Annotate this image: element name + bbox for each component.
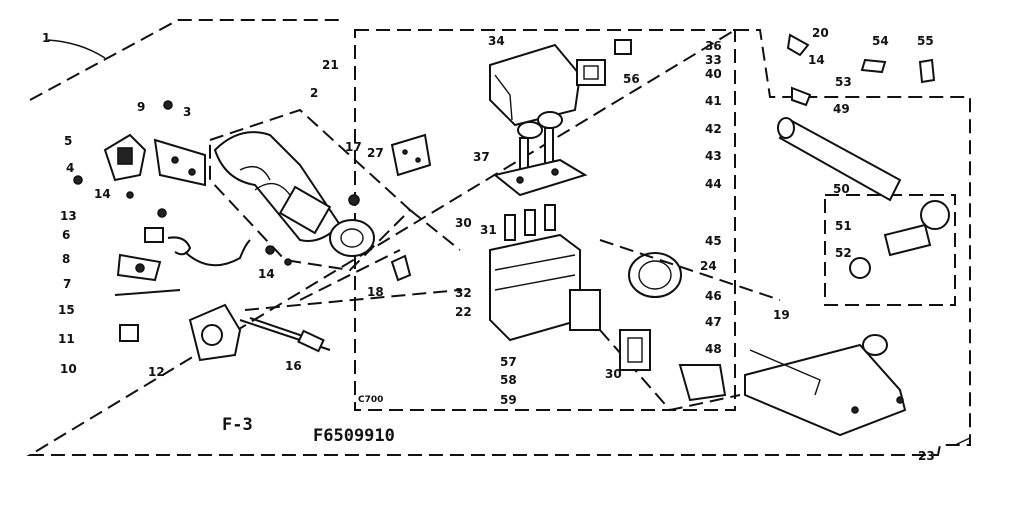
callout-label: 47 (705, 315, 722, 329)
bracket-part (153, 138, 206, 187)
bracket-48-part (678, 364, 727, 402)
drawing-number: F6509910 (313, 426, 395, 446)
leader-line (244, 289, 461, 311)
callout-label: 5 (64, 134, 72, 148)
callout-label: 56 (623, 72, 640, 86)
callout-label: 57 (500, 355, 517, 369)
callout-label: 43 (705, 149, 722, 163)
callout-label: 46 (705, 289, 722, 303)
assembly-outline (26, 19, 971, 456)
callout-label: 44 (705, 177, 722, 191)
manifold-pipe-part (777, 117, 902, 202)
callout-label: 14 (808, 53, 825, 67)
callout-label: 33 (705, 53, 722, 67)
leader-line (47, 39, 106, 59)
callout-label: 48 (705, 342, 722, 356)
mounting-bracket-part (744, 334, 907, 437)
leader-line (954, 437, 971, 446)
switch-part (103, 133, 147, 182)
rod-part (114, 289, 181, 296)
callout-label: 7 (63, 277, 71, 291)
callout-label: 30 (455, 216, 472, 230)
callout-label: 15 (58, 303, 75, 317)
callout-label: 9 (137, 100, 145, 114)
drawing-code: C700 (358, 395, 383, 405)
callout-label: 36 (705, 39, 722, 53)
callout-label: 51 (835, 219, 852, 233)
valve-plate-part (492, 158, 588, 197)
burner-group-box (209, 108, 412, 272)
callout-label: 17 (345, 140, 362, 154)
callout-label: 14 (258, 267, 275, 281)
callout-label: 21 (322, 58, 339, 72)
callout-label: 14 (94, 187, 111, 201)
leader-line (299, 249, 401, 301)
callout-label: 11 (58, 332, 75, 346)
callout-label: 10 (60, 362, 77, 376)
callout-label: 50 (833, 182, 850, 196)
callout-label: 58 (500, 373, 517, 387)
clip-part (786, 33, 936, 107)
fitting-part (849, 200, 950, 279)
callout-label: 41 (705, 94, 722, 108)
callout-label: 24 (700, 259, 717, 273)
thermocouple-part (116, 227, 251, 282)
callout-label: 8 (62, 252, 70, 266)
callout-label: 45 (705, 234, 722, 248)
callout-label: 3 (183, 105, 191, 119)
leader-line (409, 209, 461, 251)
callout-label: 32 (455, 286, 472, 300)
callout-label: 12 (148, 365, 165, 379)
diaphragm-part (576, 39, 632, 86)
orifice-part (390, 254, 412, 282)
coil-part (619, 329, 651, 371)
leader-line (599, 239, 781, 301)
figure-label: F-3 (222, 415, 253, 435)
callout-label: 2 (310, 86, 318, 100)
callout-label: 55 (917, 34, 934, 48)
callout-label: 16 (285, 359, 302, 373)
callout-label: 40 (705, 67, 722, 81)
callout-label: 53 (835, 75, 852, 89)
callout-label: 31 (480, 223, 497, 237)
connector-part (119, 324, 139, 342)
solenoid-part (517, 111, 563, 179)
callout-label: 13 (60, 209, 77, 223)
callout-label: 30 (605, 367, 622, 381)
oring-part (628, 252, 682, 298)
callout-label: 20 (812, 26, 829, 40)
callout-label: 42 (705, 122, 722, 136)
callout-label: 6 (62, 228, 70, 242)
callout-label: 23 (918, 449, 935, 463)
valve-cover-part (489, 43, 582, 127)
leader-line (599, 329, 741, 412)
callout-label: 1 (42, 31, 50, 45)
callout-label: 37 (473, 150, 490, 164)
valve-body-part (489, 204, 601, 342)
callout-label: 18 (367, 285, 384, 299)
callout-label: 27 (367, 146, 384, 160)
callout-label: 34 (488, 34, 505, 48)
callout-labels: 1 2 3 4 5 6 7 8 9 10 11 12 13 14 14 14 1… (42, 26, 935, 463)
gasket-part (390, 133, 432, 177)
callout-label: 19 (773, 308, 790, 322)
callout-label: 54 (872, 34, 889, 48)
callout-label: 59 (500, 393, 517, 407)
callout-label: 22 (455, 305, 472, 319)
burner-tube-part (213, 131, 375, 257)
pilot-tube-part (249, 317, 325, 353)
callout-label: 4 (66, 161, 74, 175)
callout-label: 52 (835, 246, 852, 260)
callout-label: 49 (833, 102, 850, 116)
